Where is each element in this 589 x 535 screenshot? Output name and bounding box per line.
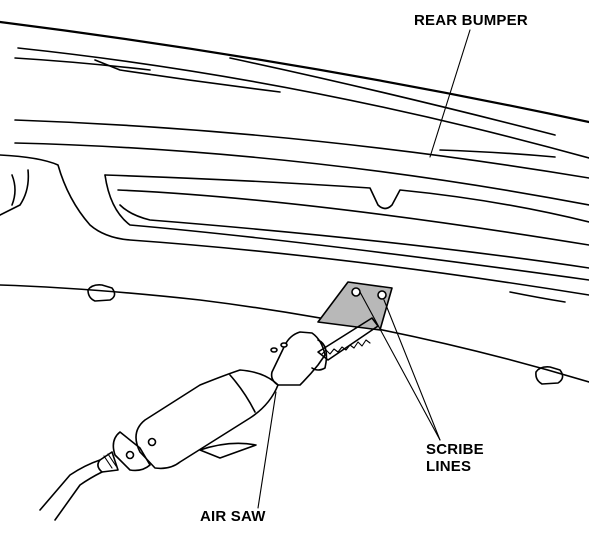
rear-bumper-leader	[429, 29, 471, 158]
scribe-lines-label: SCRIBE LINES	[426, 441, 484, 475]
air-saw-label: AIR SAW	[200, 508, 266, 525]
rear-bumper-label: REAR BUMPER	[414, 12, 528, 29]
scribe-lines-label-line1: SCRIBE	[426, 441, 484, 458]
rear-bumper	[0, 20, 589, 385]
air-saw-leader	[257, 391, 277, 509]
scribe-template	[317, 281, 393, 331]
scribe-lines-label-line2: LINES	[426, 458, 472, 475]
air-saw	[39, 317, 379, 521]
scribe-lines-leaders	[359, 291, 441, 441]
